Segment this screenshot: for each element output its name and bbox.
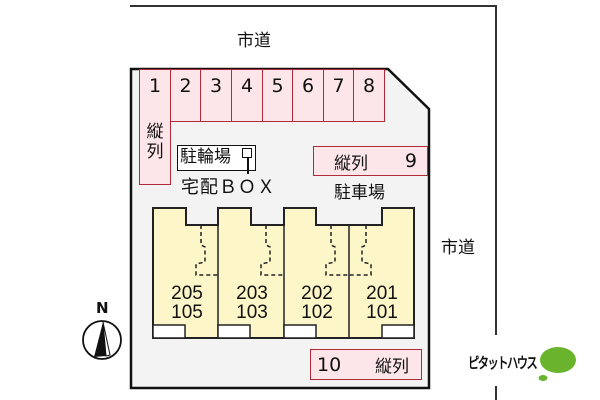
- slot9-label: 縦列: [334, 153, 368, 174]
- delivery-box-leader-line: [247, 158, 249, 174]
- compass-label: N: [96, 299, 109, 317]
- parking-slot-4: 4: [231, 69, 263, 122]
- logo-text: ピタットハウス: [468, 355, 538, 372]
- delivery-box-label: 宅配ＢＯＸ: [181, 177, 276, 198]
- road-top-label: 市道: [237, 31, 271, 51]
- parking-slot-3: 3: [200, 69, 232, 122]
- slot10-label: 縦列: [375, 357, 409, 377]
- parking-slot-10: 10 縦列: [310, 349, 422, 380]
- parking-area-label: 駐車場: [334, 183, 385, 203]
- compass-north-icon: [82, 320, 122, 360]
- parking-slot-8: 8: [353, 69, 385, 122]
- slot10-number: 10: [317, 353, 342, 376]
- parking-slot-6: 6: [292, 69, 324, 122]
- parking-slot-1: 1 縦 列: [139, 69, 171, 185]
- slot9-number: 9: [404, 150, 417, 172]
- road-top-line: [130, 5, 497, 7]
- slot1-vertical-label: 縦 列: [146, 122, 164, 162]
- pitat-house-logo: ピタットハウス: [468, 340, 578, 385]
- unit-205-105: 205 105: [171, 283, 203, 323]
- parking-slot-9: 縦列 9: [313, 146, 428, 176]
- road-right-line-lower: [495, 386, 497, 400]
- road-right-label: 市道: [441, 238, 475, 258]
- speech-bubble-icon: [538, 347, 576, 381]
- parking-slot-2: 2: [170, 69, 201, 122]
- north-compass: N: [80, 299, 124, 363]
- delivery-box-marker: [242, 148, 252, 158]
- unit-201-101: 201 101: [366, 283, 398, 323]
- unit-202-102: 202 102: [301, 283, 333, 323]
- unit-203-103: 203 103: [236, 283, 268, 323]
- road-right-line: [495, 5, 497, 335]
- parking-slot-7: 7: [323, 69, 354, 122]
